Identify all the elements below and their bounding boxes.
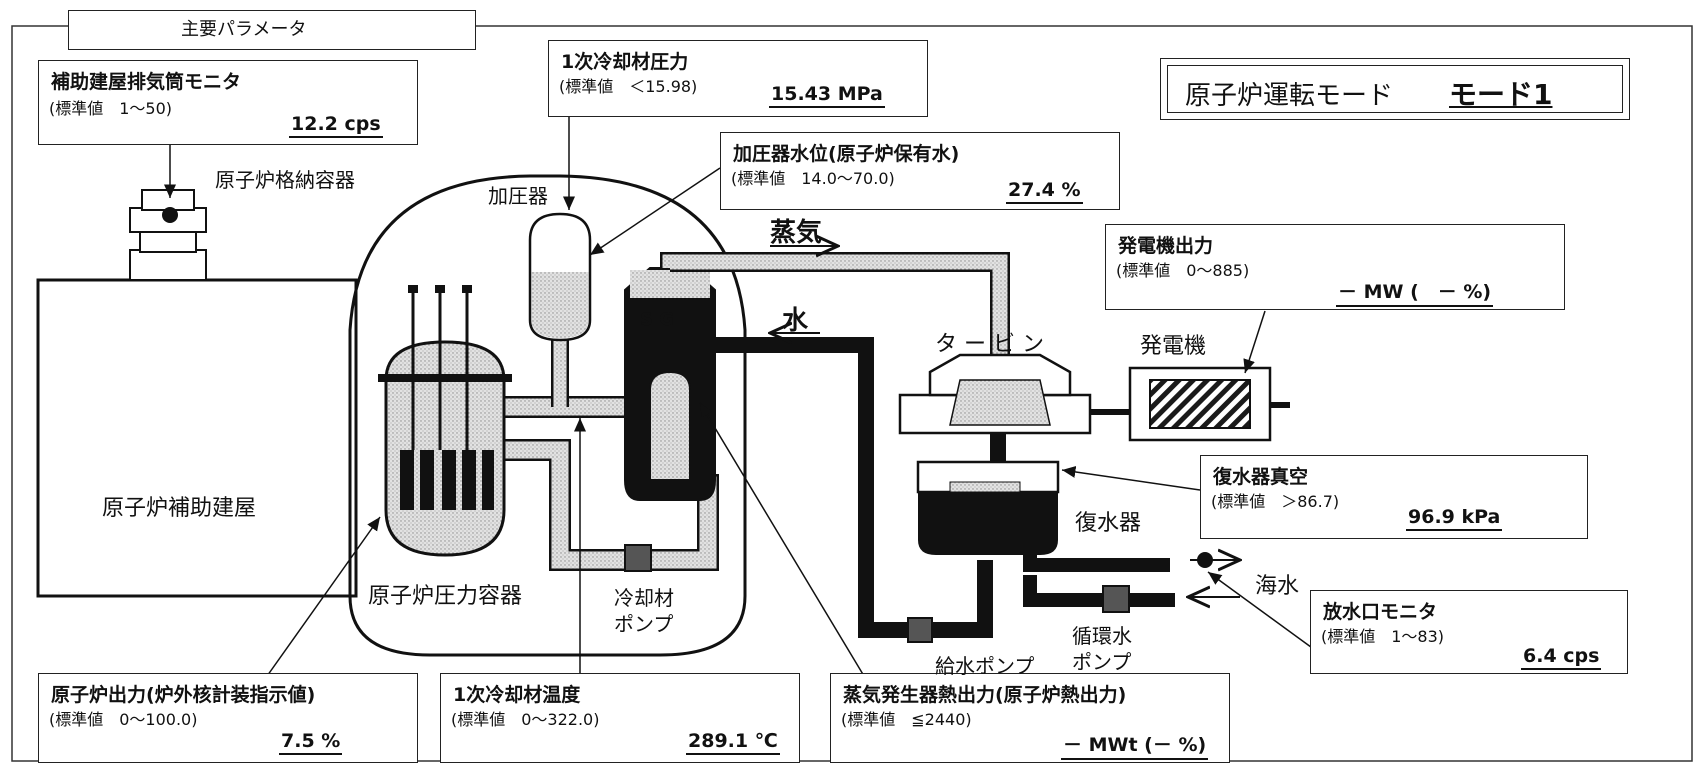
aux-building-label: 原子炉補助建屋: [102, 496, 257, 521]
primary-temperature-title: 1次冷却材温度: [453, 684, 581, 706]
seawater-label: 海水: [1255, 574, 1300, 599]
sg-thermal-output-panel: 蒸気発生器熱出力(原子炉熱出力) (標準値 ≦2440) － MWt (－ %): [830, 673, 1230, 763]
coolant-pump-icon: [624, 544, 652, 572]
pressurizer-level-panel: 加圧器水位(原子炉保有水) (標準値 14.0～70.0) 27.4 %: [720, 132, 1120, 210]
reactor-power-title: 原子炉出力(炉外核計装指示値): [51, 684, 316, 706]
generator-output-std: (標準値 0～885): [1116, 261, 1250, 280]
outlet-monitor-value: 6.4 cps: [1521, 645, 1602, 670]
feedwater-pump-label: 給水ポンプ: [935, 654, 1035, 678]
primary-pressure-value: 15.43 MPa: [769, 83, 885, 108]
steam-generator: [624, 267, 716, 501]
coolant-pump-label-2: ポンプ: [614, 612, 674, 636]
outlet-monitor-panel: 放水口モニタ (標準値 1～83) 6.4 cps: [1310, 590, 1628, 674]
condenser-vacuum-std: (標準値 ＞86.7): [1211, 492, 1340, 511]
generator-output-title: 発電機出力: [1118, 235, 1214, 257]
reactor-power-panel: 原子炉出力(炉外核計装指示値) (標準値 0～100.0) 7.5 %: [38, 673, 418, 763]
pressurizer-level-value: 27.4 %: [1006, 179, 1083, 204]
sg-thermal-output-std: (標準値 ≦2440): [841, 710, 972, 729]
containment-label: 原子炉格納容器: [215, 168, 355, 192]
circ-pump-label-1: 循環水: [1072, 624, 1132, 648]
pressurizer-label: 加圧器: [488, 184, 548, 208]
pressurizer-level-std: (標準値 14.0～70.0): [731, 169, 895, 188]
condenser-vacuum-value: 96.9 kPa: [1406, 506, 1503, 531]
reactor-power-std: (標準値 0～100.0): [49, 710, 198, 729]
sg-thermal-output-value: － MWt (－ %): [1061, 730, 1209, 760]
aux-stack-monitor-value: 12.2 cps: [289, 113, 383, 138]
primary-pressure-panel: 1次冷却材圧力 (標準値 ＜15.98) 15.43 MPa: [548, 40, 928, 117]
generator-output-panel: 発電機出力 (標準値 0～885) － MW ( － %): [1105, 224, 1565, 310]
aux-stack-monitor-panel: 補助建屋排気筒モニタ (標準値 1～50) 12.2 cps: [38, 60, 418, 145]
steam-line: [660, 252, 1010, 360]
circulating-pump-icon: [1102, 585, 1130, 613]
condenser-vacuum-panel: 復水器真空 (標準値 ＞86.7) 96.9 kPa: [1200, 455, 1588, 539]
turbine-casing: [898, 353, 1130, 435]
operating-mode-panel: 原子炉運転モード モード1: [1160, 58, 1630, 120]
stack-monitor-icon: [162, 207, 178, 223]
aux-building: [36, 278, 358, 598]
main-parameters-tab: 主要パラメータ: [68, 10, 476, 50]
aux-stack-monitor-std: (標準値 1～50): [49, 99, 173, 118]
primary-temperature-std: (標準値 0～322.0): [451, 710, 600, 729]
generator-output-value: － MW ( － %): [1336, 277, 1494, 307]
operating-mode-value: モード1: [1449, 78, 1553, 111]
pressurizer-level-title: 加圧器水位(原子炉保有水): [733, 143, 960, 165]
leader-lines: [164, 107, 1316, 687]
feedwater-pump-icon: [907, 617, 933, 643]
coolant-pump-label-1: 冷却材: [614, 586, 674, 610]
condenser-label: 復水器: [1075, 511, 1142, 536]
steam-label: 蒸気: [770, 218, 823, 248]
pressurizer-vessel: [528, 212, 592, 342]
primary-temperature-value: 289.1 ℃: [686, 730, 780, 755]
aux-stack-monitor-title: 補助建屋排気筒モニタ: [51, 71, 242, 93]
outlet-monitor-title: 放水口モニタ: [1323, 601, 1438, 623]
condenser-unit: [916, 433, 1175, 630]
circ-pump-label-2: ポンプ: [1072, 650, 1132, 674]
condenser-vacuum-title: 復水器真空: [1213, 466, 1309, 488]
generator-label: 発電機: [1140, 334, 1207, 359]
reactor-pressure-vessel: [378, 285, 512, 557]
reactor-power-value: 7.5 %: [279, 730, 343, 755]
water-label: 水: [782, 306, 809, 336]
primary-temperature-panel: 1次冷却材温度 (標準値 0～322.0) 289.1 ℃: [440, 673, 800, 763]
sg-thermal-output-title: 蒸気発生器熱出力(原子炉熱出力): [843, 684, 1127, 706]
outlet-monitor-std: (標準値 1～83): [1321, 627, 1445, 646]
operating-mode-label: 原子炉運転モード: [1185, 81, 1394, 111]
exhaust-stack: [129, 189, 207, 281]
rpv-label: 原子炉圧力容器: [368, 584, 523, 609]
sg-label: S G: [640, 309, 675, 330]
primary-pressure-std: (標準値 ＜15.98): [559, 77, 698, 96]
main-parameters-tab-label: 主要パラメータ: [181, 19, 307, 40]
generator-unit: [1128, 366, 1290, 442]
turbine-label: タ ー ビ ン: [935, 332, 1044, 357]
primary-pressure-title: 1次冷却材圧力: [561, 51, 689, 73]
